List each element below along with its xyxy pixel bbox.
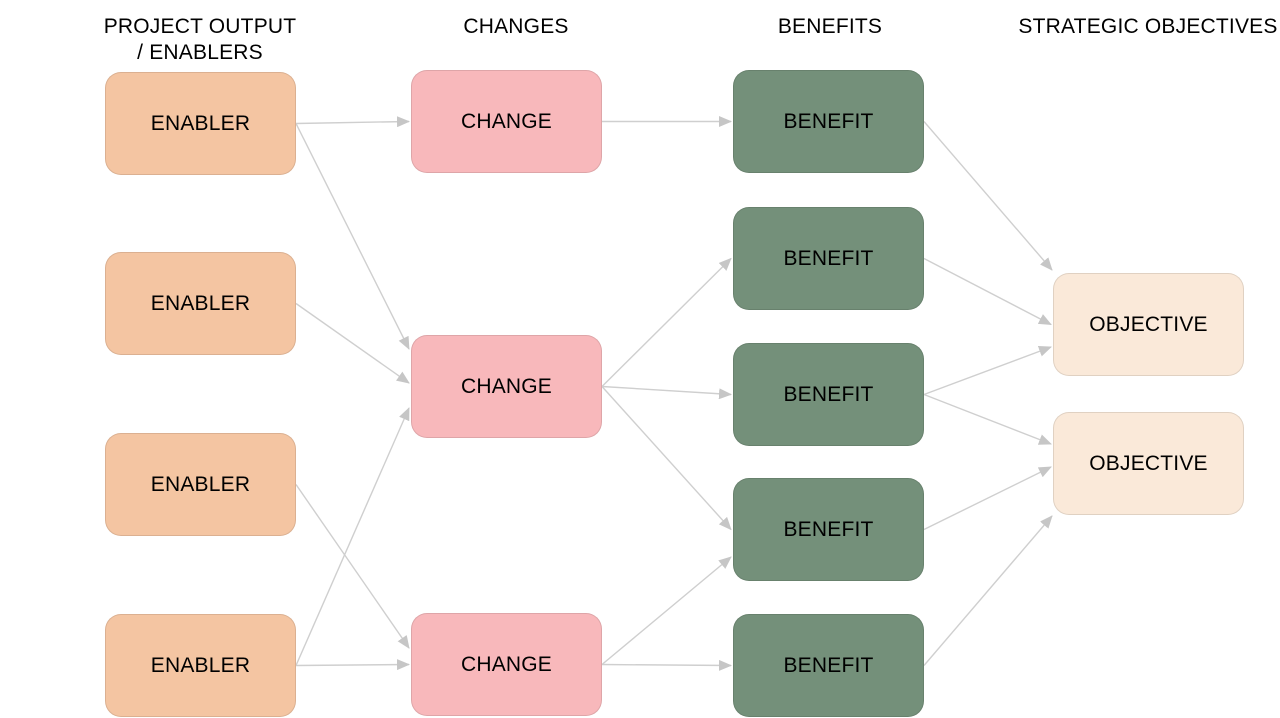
node-label: ENABLER: [150, 653, 251, 677]
node-benefit-b5: BENEFIT: [733, 614, 924, 717]
column-header-enablers: PROJECT OUTPUT / ENABLERS: [103, 15, 297, 64]
edge-e3-c3: [295, 484, 410, 649]
node-label: OBJECTIVE: [1089, 451, 1208, 475]
node-label: ENABLER: [150, 472, 251, 496]
edge-c2-b4: [601, 386, 732, 531]
edge-e4-c2: [295, 407, 410, 666]
node-enabler-e4: ENABLER: [105, 614, 296, 717]
node-objective-o2: OBJECTIVE: [1053, 412, 1244, 515]
node-label: BENEFIT: [783, 382, 874, 406]
node-change-c2: CHANGE: [411, 335, 602, 438]
node-enabler-e3: ENABLER: [105, 433, 296, 536]
column-header-changes: CHANGES: [463, 15, 569, 38]
edge-b1-o1: [923, 121, 1053, 271]
node-enabler-e2: ENABLER: [105, 252, 296, 355]
node-label: CHANGE: [460, 652, 553, 676]
edge-e1-c1: [295, 116, 410, 128]
node-label: ENABLER: [150, 111, 251, 135]
node-enabler-e1: ENABLER: [105, 72, 296, 175]
edge-b4-o2: [923, 466, 1052, 531]
edge-e2-c2: [295, 302, 410, 384]
node-benefit-b1: BENEFIT: [733, 70, 924, 173]
edge-c3-b4: [601, 556, 732, 666]
node-benefit-b2: BENEFIT: [733, 207, 924, 310]
edge-b5-o2: [923, 515, 1053, 666]
node-label: CHANGE: [460, 109, 553, 133]
edge-c2-b2: [601, 257, 732, 387]
node-label: CHANGE: [460, 374, 553, 398]
node-change-c3: CHANGE: [411, 613, 602, 716]
node-benefit-b3: BENEFIT: [733, 343, 924, 446]
column-header-benefits: BENEFITS: [777, 15, 883, 38]
node-label: BENEFIT: [783, 653, 874, 677]
node-change-c1: CHANGE: [411, 70, 602, 173]
edge-e1-c2: [295, 123, 410, 350]
edge-b2-o1: [923, 257, 1052, 326]
edge-b3-o1: [923, 346, 1052, 396]
node-label: ENABLER: [150, 291, 251, 315]
node-label: OBJECTIVE: [1089, 312, 1208, 336]
edge-c3-b5: [601, 659, 732, 671]
edge-c2-b3: [601, 385, 732, 400]
node-objective-o1: OBJECTIVE: [1053, 273, 1244, 376]
column-header-strategic-objectives: STRATEGIC OBJECTIVES: [1018, 15, 1278, 38]
edge-e4-c3: [295, 659, 410, 671]
node-benefit-b4: BENEFIT: [733, 478, 924, 581]
edge-b3-o2: [923, 393, 1052, 445]
node-label: BENEFIT: [783, 109, 874, 133]
node-label: BENEFIT: [783, 246, 874, 270]
node-label: BENEFIT: [783, 517, 874, 541]
